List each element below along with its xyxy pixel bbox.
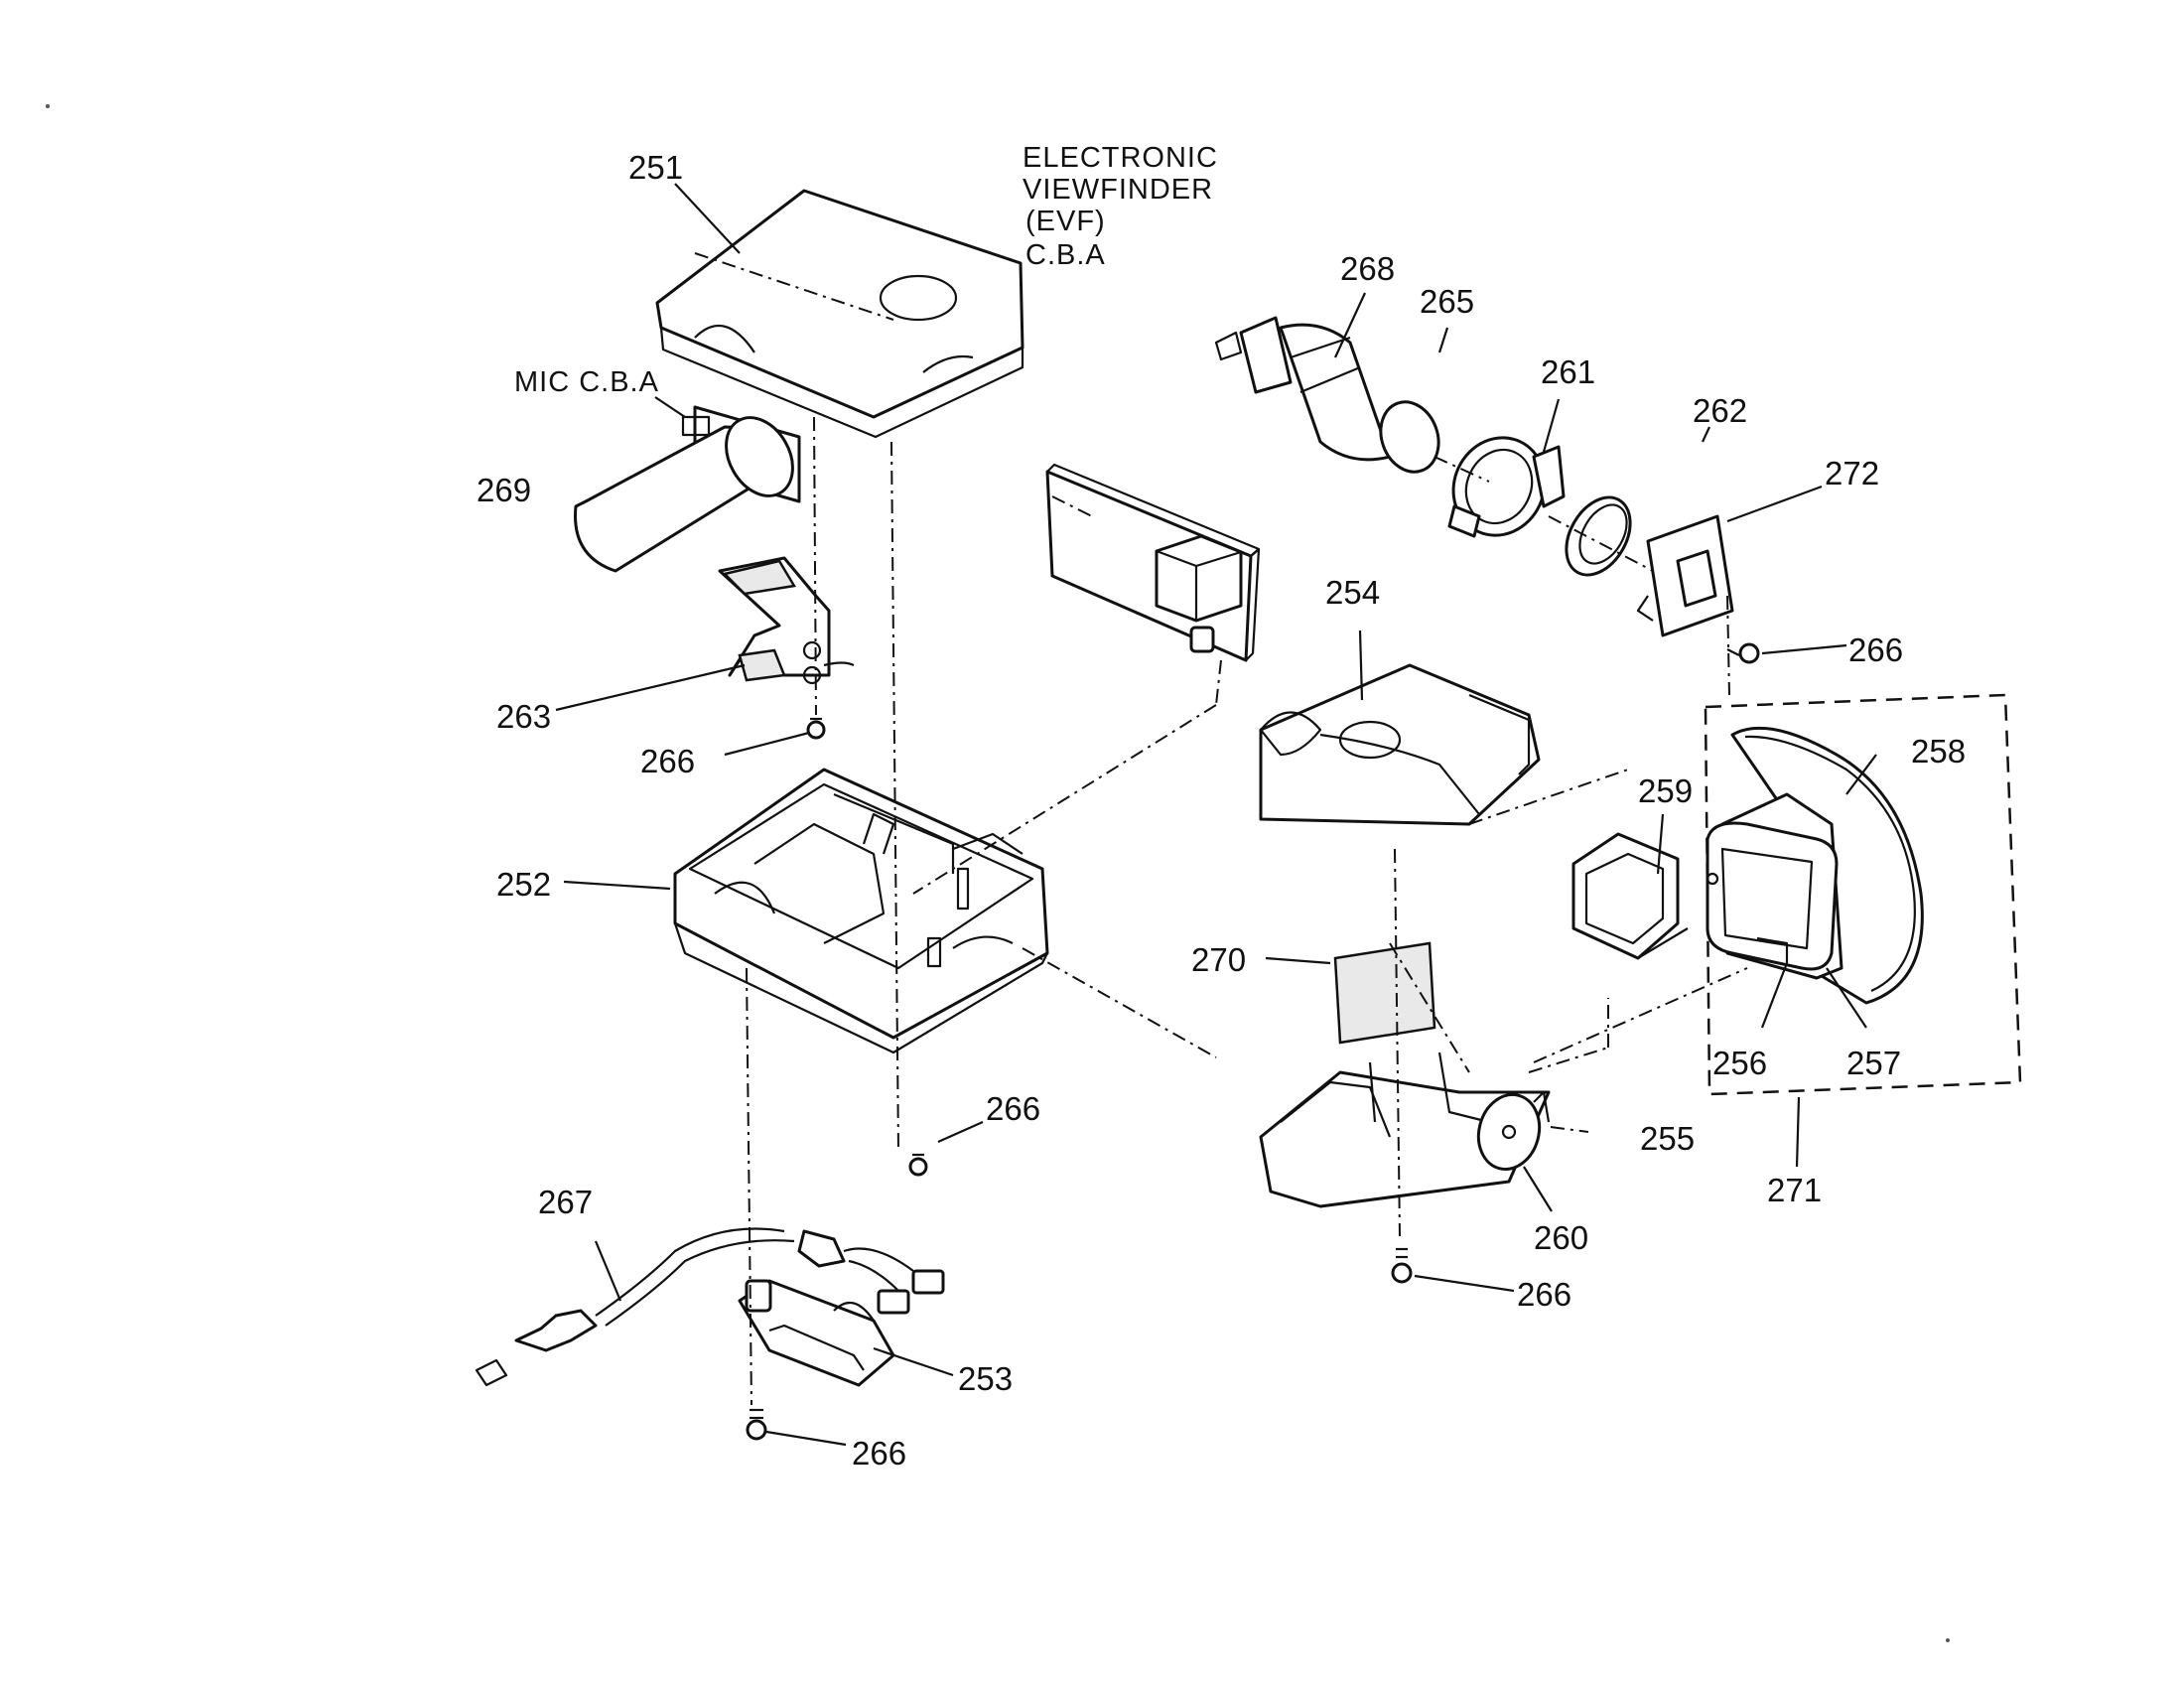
part-251-top-cover [655, 189, 1024, 439]
part-259-frame [1571, 832, 1689, 960]
label-mic-cba: MIC C.B.A [514, 366, 659, 398]
label-evf-line2: VIEWFINDER [1023, 174, 1213, 206]
evf-circuit-board [1045, 463, 1261, 662]
label-269: 269 [477, 472, 531, 508]
label-266-center: 266 [986, 1090, 1040, 1127]
part-260-knob [1476, 1090, 1551, 1172]
label-252: 252 [496, 866, 551, 903]
label-260: 260 [1534, 1219, 1588, 1256]
part-270-filter-sheet [1333, 941, 1436, 1045]
label-259: 259 [1638, 772, 1693, 809]
label-256: 256 [1712, 1045, 1767, 1081]
screw-266-lower-center [1391, 1247, 1413, 1284]
part-268-crt-tube [1214, 316, 1440, 474]
lens-ring [1565, 495, 1632, 577]
label-261: 261 [1541, 353, 1595, 390]
part-269-microphone [574, 405, 801, 573]
screw-266-center [908, 1153, 928, 1177]
part-263-mic-bracket [718, 556, 855, 685]
label-272: 272 [1825, 455, 1879, 491]
scan-speck [46, 104, 50, 108]
part-254-viewfinder-hood [1259, 663, 1541, 826]
label-257: 257 [1846, 1045, 1901, 1081]
label-266-left: 266 [640, 743, 695, 779]
label-evf-line3: (EVF) [1025, 206, 1106, 237]
label-253: 253 [958, 1360, 1013, 1397]
label-251: 251 [628, 149, 683, 186]
label-evf-line1: ELECTRONIC [1023, 142, 1218, 174]
label-266-right-upper: 266 [1848, 632, 1903, 668]
label-255: 255 [1640, 1120, 1695, 1157]
label-266-lower-center: 266 [1517, 1276, 1571, 1313]
part-number-labels: 251 MIC C.B.A 269 263 266 252 266 267 25… [477, 142, 1966, 1472]
assembly-guide-lines [746, 416, 1748, 1406]
screw-266-left [806, 717, 826, 740]
label-266-bottom: 266 [852, 1435, 906, 1472]
screw-266-bottom [746, 1408, 767, 1441]
screw-266-right-upper [1726, 642, 1760, 664]
scan-speck [1946, 1638, 1950, 1642]
leader-lines [555, 183, 1877, 1447]
label-267: 267 [538, 1184, 593, 1220]
label-258: 258 [1911, 733, 1966, 770]
part-271-eyecup-assembly [1704, 693, 2022, 1096]
part-272-bracket-plate [1636, 514, 1734, 696]
part-252-bottom-case [673, 768, 1049, 1054]
label-evf-line4: C.B.A [1025, 239, 1106, 271]
label-265: 265 [1420, 283, 1474, 320]
label-268: 268 [1340, 250, 1395, 287]
part-261-clamp-ring [1447, 436, 1566, 538]
part-253-connector-holder [738, 1279, 895, 1387]
label-270: 270 [1191, 941, 1246, 978]
label-263: 263 [496, 698, 551, 735]
label-271: 271 [1767, 1172, 1822, 1208]
label-262: 262 [1693, 392, 1747, 429]
label-254: 254 [1325, 574, 1380, 611]
